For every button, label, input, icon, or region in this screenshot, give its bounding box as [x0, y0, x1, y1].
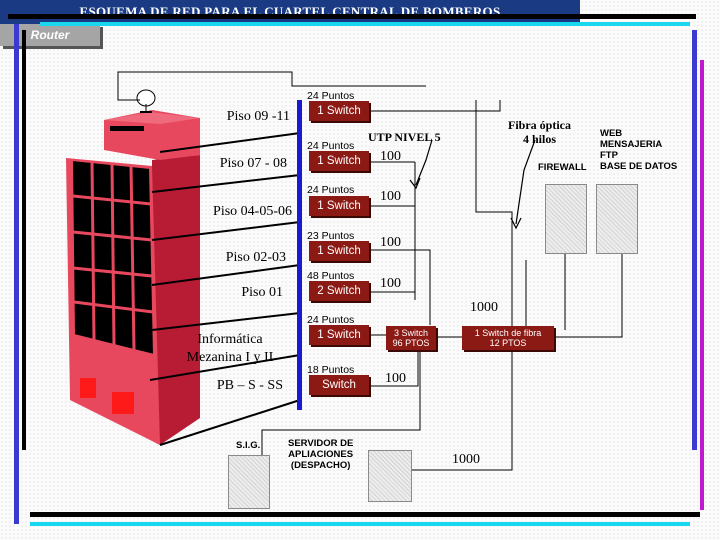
floor-label-07-08: Piso 07 - 08	[219, 156, 287, 171]
firewall-label: FIREWALL	[538, 162, 587, 173]
floor-label-pb: PB – S - SS	[216, 378, 283, 393]
building-door-2	[112, 392, 134, 414]
app-server-line1: SERVIDOR DE	[288, 438, 354, 449]
points-label: 24 Puntos	[307, 314, 355, 326]
speed-label: 100	[380, 149, 401, 164]
fiber-switch-line1: 1 Switch de fibra	[474, 328, 542, 338]
services-server-icon	[596, 184, 638, 254]
fiber-label: Fibra óptica 4 hilos	[508, 118, 571, 146]
floor-label-02-03: Piso 02-03	[225, 250, 286, 265]
fiber-label-line2: 4 hilos	[522, 132, 556, 146]
points-label: 18 Puntos	[307, 364, 355, 376]
floor-label-informatica: Informática Mezanina I y II	[170, 331, 290, 367]
aggregation-switch-line2: 96 PTOS	[392, 338, 430, 348]
firewall-server-icon	[545, 184, 587, 254]
building-roof-box	[104, 110, 200, 160]
floor-label-informatica-line1: Informática	[197, 332, 263, 347]
switch-box: 1 Switch	[309, 151, 369, 171]
floor-label-09-11: Piso 09 -11	[226, 109, 290, 124]
app-server-line3: (DESPACHO)	[290, 460, 351, 471]
floor-label-01: Piso 01	[241, 285, 283, 300]
service-ftp: FTP	[600, 150, 618, 161]
fiber-label-line1: Fibra óptica	[508, 118, 571, 132]
points-label: 24 Puntos	[307, 184, 355, 196]
services-label: WEB MENSAJERIA FTP BASE DE DATOS	[600, 128, 677, 172]
service-db: BASE DE DATOS	[600, 161, 678, 172]
building-side	[152, 155, 200, 445]
switch-box: 2 Switch	[309, 281, 369, 301]
switch-box: 1 Switch	[309, 325, 369, 345]
switch-box: 1 Switch	[309, 241, 369, 261]
building-door-1	[80, 378, 96, 398]
frame-bar-left-accent	[22, 30, 26, 450]
frame-bar-left	[14, 24, 19, 524]
page-title: ESQUEMA DE RED PARA EL CUARTEL CENTRAL D…	[0, 0, 580, 24]
switch-box: 1 Switch	[309, 196, 369, 216]
fiber-switch-line2: 12 PTOS	[489, 338, 527, 348]
frame-bar-bottom-accent	[30, 522, 690, 526]
service-web: WEB	[600, 128, 623, 139]
sig-label: S.I.G.	[236, 440, 261, 451]
building-roof-slot	[110, 126, 144, 131]
frame-bar-top-accent	[40, 22, 690, 26]
fiber-switch: 1 Switch de fibra 12 PTOS	[462, 326, 554, 350]
service-mensajeria: MENSAJERIA	[600, 139, 663, 150]
points-label: 24 Puntos	[307, 140, 355, 152]
floor-label-04-06: Piso 04-05-06	[213, 204, 292, 219]
speed-label: 100	[385, 371, 406, 386]
app-server-label: SERVIDOR DE APLIACIONES (DESPACHO)	[288, 438, 353, 471]
frame-bar-bottom	[30, 512, 700, 517]
building-roof-top	[104, 112, 200, 124]
speed-label: 100	[380, 276, 401, 291]
riser-bar	[297, 100, 302, 410]
aggregation-switch: 3 Switch 96 PTOS	[386, 326, 436, 350]
aggregation-switch-line1: 3 Switch	[393, 328, 428, 338]
speed-label: 100	[380, 235, 401, 250]
satellite-dish-icon	[136, 89, 156, 113]
app-server-icon	[368, 450, 412, 502]
frame-bar-right-accent	[700, 60, 704, 510]
sig-server-icon	[228, 455, 270, 509]
frame-bar-top	[8, 14, 696, 19]
switch-box: 1 Switch	[309, 101, 369, 121]
floor-label-informatica-line2: Mezanina I y II	[186, 350, 274, 365]
points-label: 48 Puntos	[307, 270, 355, 282]
speed-label: 100	[380, 189, 401, 204]
switch-box: Switch	[309, 375, 369, 395]
speed-label-1000-bottom: 1000	[452, 452, 480, 467]
frame-bar-right	[692, 30, 697, 450]
points-label: 24 Puntos	[307, 90, 355, 102]
speed-label-1000: 1000	[470, 300, 498, 315]
points-label: 23 Puntos	[307, 230, 355, 242]
utp-label: UTP NIVEL 5	[368, 130, 441, 144]
app-server-line2: APLIACIONES	[288, 449, 354, 460]
